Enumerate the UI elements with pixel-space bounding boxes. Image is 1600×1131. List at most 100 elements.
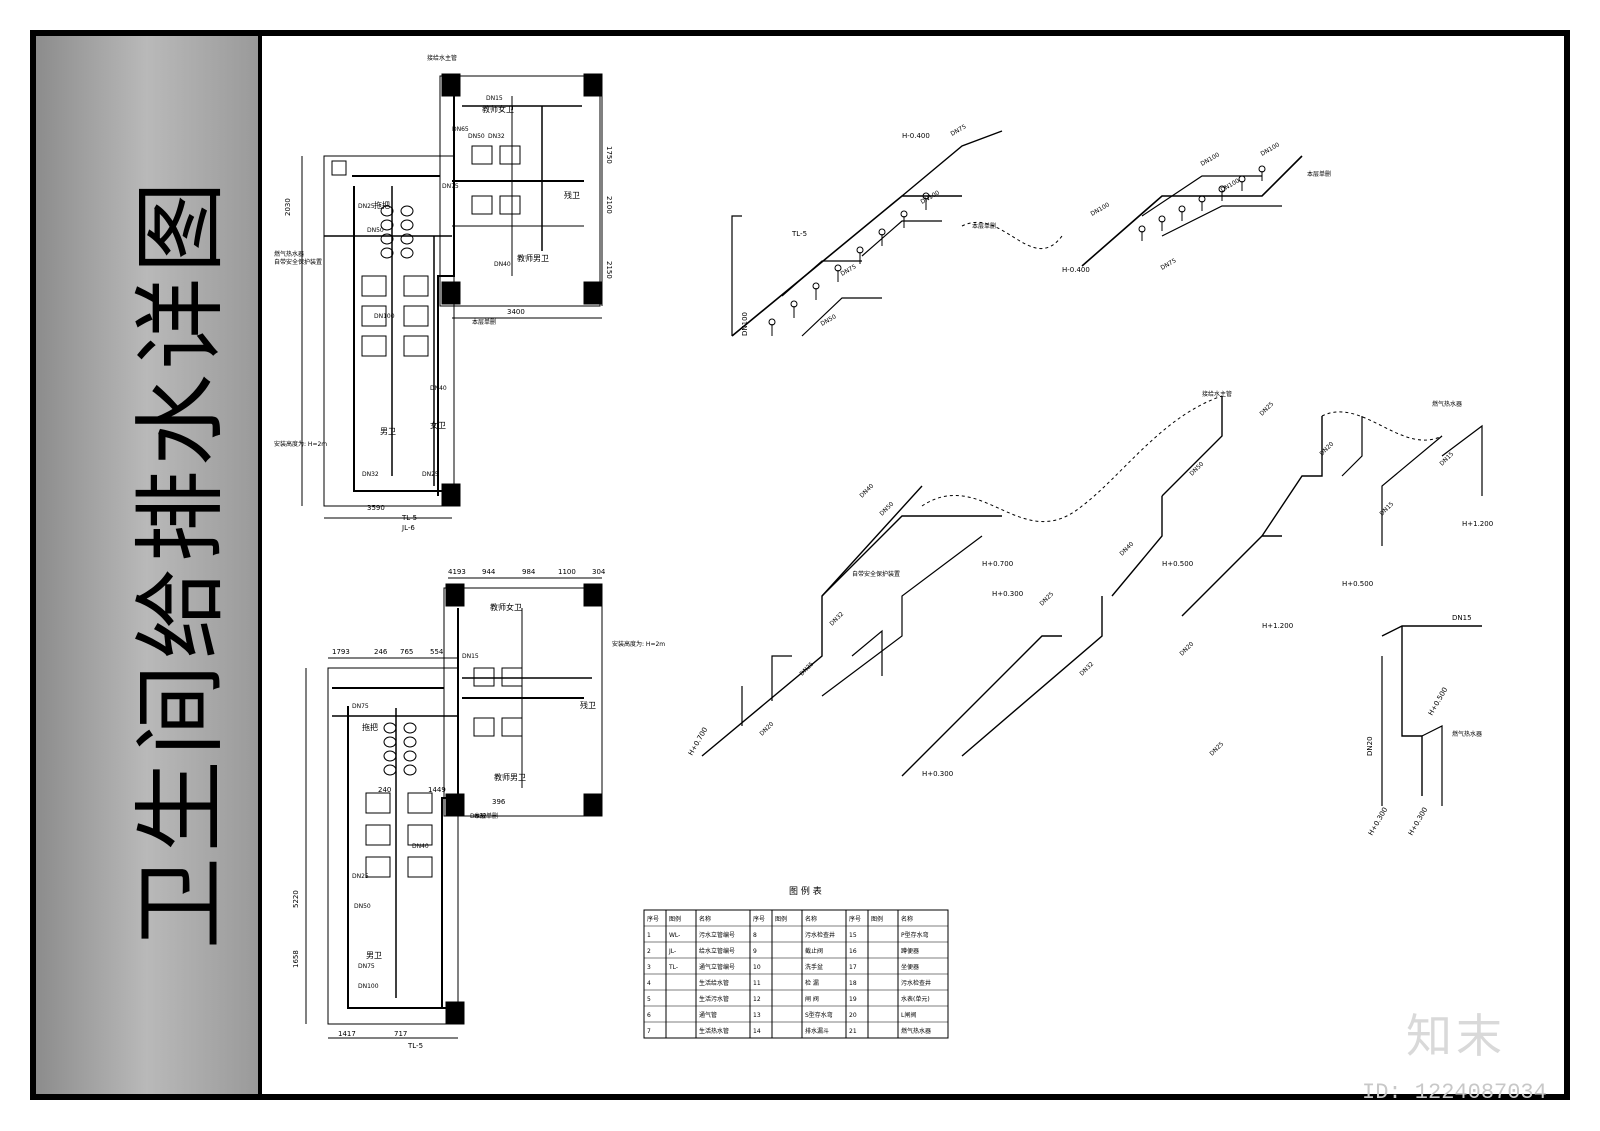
title-char: 详: [127, 277, 235, 370]
pipe-tag: DN40: [494, 261, 511, 268]
legend-cell: 序号: [753, 915, 765, 923]
legend-cell: 洗手盆: [805, 963, 823, 971]
dimension-text: 240: [378, 786, 391, 794]
dimension-text: 4193: [448, 568, 466, 576]
urinal: [400, 233, 414, 245]
structural-column: [445, 1001, 465, 1025]
toilet-stall: [499, 195, 521, 215]
pipe-tag: TL-5: [407, 1042, 423, 1050]
legend-cell: 名称: [699, 915, 711, 923]
pipe-tag: DN75: [358, 963, 375, 970]
pipe-tag: DN40: [1118, 540, 1135, 557]
break-curve: [961, 221, 1063, 250]
legend-cell: 通气管: [699, 1011, 717, 1019]
room-label-accessible: 残卫: [580, 700, 596, 710]
pipe-tag: TL-5: [791, 230, 807, 238]
supply-branch: [771, 655, 792, 701]
structural-column: [583, 583, 603, 607]
urinal: [400, 247, 414, 259]
pipe-tag: DN25: [422, 471, 439, 478]
floor-drain: [1138, 225, 1146, 233]
supply-riser: [1421, 725, 1443, 806]
legend-cell: 12: [753, 996, 761, 1003]
legend-cell: 21: [849, 1028, 857, 1035]
urinal: [403, 750, 417, 762]
room-label-female: 女卫: [430, 420, 446, 430]
note-text: 本层单删: [972, 222, 996, 230]
legend-cell: 图例: [871, 915, 883, 923]
break-curve: [921, 395, 1223, 522]
dimension-text: 3590: [367, 504, 385, 512]
pipe-tag: DN32: [1078, 660, 1095, 677]
urinal: [400, 205, 414, 217]
structural-column: [441, 281, 461, 305]
dimension-text: 1100: [558, 568, 576, 576]
title-char: 水: [127, 374, 235, 467]
floor-drain: [768, 318, 776, 326]
elevation-label: H+0.500: [1162, 560, 1193, 568]
pipe-tag: DN75: [840, 263, 858, 278]
legend-cell: 截止阀: [805, 947, 823, 955]
dimension-text: 1417: [338, 1030, 356, 1038]
room-label-teacher-female: 教师女卫: [490, 602, 522, 612]
structural-column: [583, 281, 603, 305]
legend-cell: 11: [753, 980, 761, 987]
dimension-text: 1750: [605, 146, 613, 164]
supply-main: [821, 485, 923, 597]
room-label-teacher-male: 教师男卫: [517, 253, 549, 263]
pipe-tag: DN100: [374, 313, 395, 320]
supply-riser: [1401, 626, 1423, 796]
floor-drain: [922, 192, 930, 200]
legend-cell: 10: [753, 964, 761, 971]
note-text: 本层单删: [1307, 170, 1331, 178]
room-label-mop: 拖把: [362, 722, 378, 732]
legend-cell: 20: [849, 1012, 857, 1019]
note-text: 接给水主管: [1202, 390, 1232, 398]
structural-column: [583, 73, 603, 97]
pipe-tag: DN50: [820, 313, 838, 328]
toilet-stall: [403, 305, 429, 327]
urinal: [403, 722, 417, 734]
legend-cell: 9: [753, 948, 757, 955]
floor-drain: [1238, 175, 1246, 183]
pipe-tag: DN75: [352, 703, 369, 710]
toilet-stall: [361, 275, 387, 297]
urinal: [383, 736, 397, 748]
urinal: [380, 219, 394, 231]
legend-cell: 给水立管编号: [699, 947, 735, 955]
pipe-tag: DN15: [1452, 614, 1472, 622]
pipe-tag: DN25: [352, 873, 369, 880]
legend-cell: 15: [849, 932, 857, 939]
legend-cell: 4: [647, 980, 651, 987]
legend-cell: 水表(单元): [901, 995, 930, 1003]
supply-main: [1161, 396, 1223, 497]
pipe-tag: TL-5: [401, 514, 417, 522]
supply-pipe: [441, 608, 459, 1008]
pipe-tag: DN100: [920, 189, 941, 205]
pipe-tag: DN100: [1220, 177, 1241, 193]
legend-cell: L闸阀: [901, 1011, 916, 1019]
urinal: [383, 750, 397, 762]
drain-main: [1081, 155, 1303, 267]
dimension-text: 1658: [292, 950, 300, 968]
fixture-box: [331, 160, 347, 176]
pipe-tag: DN15: [1438, 450, 1455, 467]
floor-drain: [1258, 165, 1266, 173]
title-panel: 图详水排给间生卫: [36, 36, 262, 1094]
pipe-tag: DN50: [468, 133, 485, 140]
elevation-label: H+0.500: [1427, 686, 1450, 717]
legend-cell: 燃气热水器: [901, 1027, 931, 1035]
elevation-label: H+1.200: [1462, 520, 1493, 528]
pipe-tag: DN75: [442, 183, 459, 190]
title-char: 间: [127, 663, 235, 756]
image-id: ID: 1224087034: [1362, 1080, 1547, 1105]
pipe-tag: DN32: [488, 133, 505, 140]
urinal: [383, 722, 397, 734]
pipe-tag: DN50: [354, 903, 371, 910]
toilet-stall: [365, 856, 391, 878]
dimension-text: 246: [374, 648, 388, 656]
title-char: 排: [127, 470, 235, 563]
toilet-stall: [473, 717, 495, 737]
urinal: [380, 205, 394, 217]
